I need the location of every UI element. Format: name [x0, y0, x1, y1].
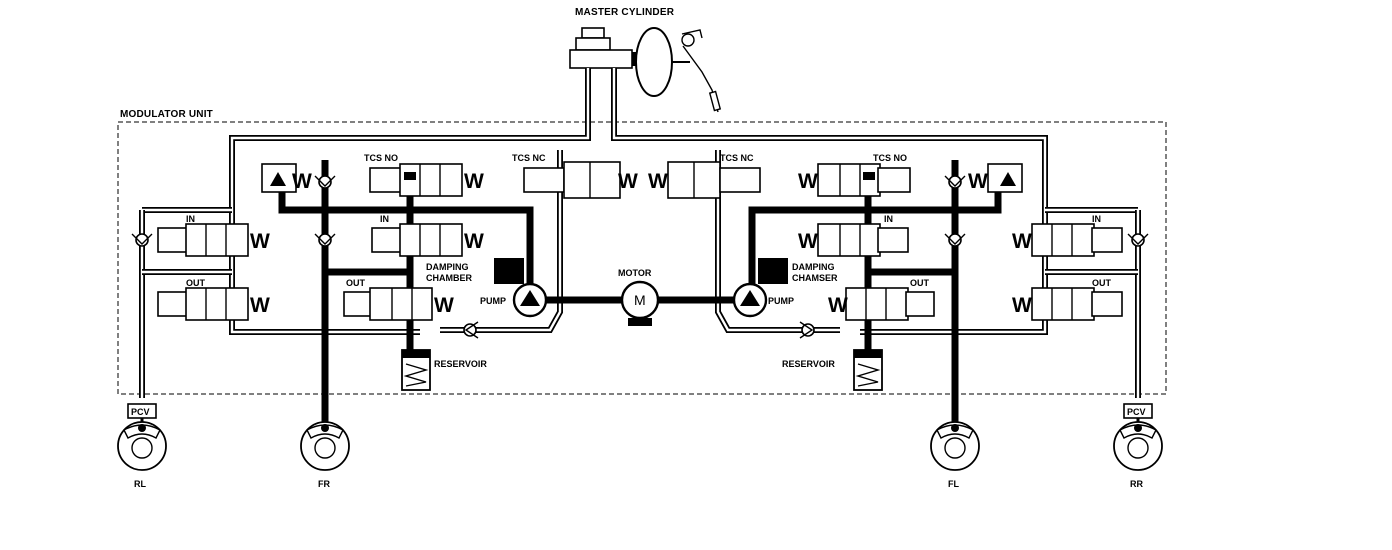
- tcs-nc-valve-right: TCS NC W: [648, 153, 761, 199]
- svg-text:OUT: OUT: [1092, 278, 1112, 288]
- wheel-rl: RL: [117, 418, 167, 489]
- check-valves: [131, 175, 1149, 339]
- svg-text:PUMP: PUMP: [480, 296, 506, 306]
- damping-chamber-right: DAMPING CHAMSER: [758, 258, 838, 284]
- wheel-fr-label: FR: [318, 479, 330, 489]
- svg-text:MOTOR: MOTOR: [618, 268, 652, 278]
- wheel-rl-label: RL: [134, 479, 146, 489]
- svg-text:W: W: [1012, 230, 1032, 253]
- wheel-rr-label: RR: [1130, 479, 1143, 489]
- relief-valve-right: W: [968, 163, 1023, 193]
- svg-text:TCS NC: TCS NC: [512, 153, 546, 163]
- relief-valve-left: W: [261, 163, 312, 193]
- pcv-right: PCV: [1123, 403, 1153, 419]
- svg-text:IN: IN: [380, 214, 389, 224]
- reservoir-right: RESERVOIR: [782, 349, 883, 391]
- svg-text:IN: IN: [186, 214, 195, 224]
- pcv-left: PCV: [127, 403, 157, 419]
- svg-text:CHAMBER: CHAMBER: [426, 273, 472, 283]
- svg-text:IN: IN: [1092, 214, 1101, 224]
- svg-text:W: W: [618, 170, 638, 193]
- tcs-no-valve-right: TCS NO W: [798, 153, 911, 197]
- wheel-rr: RR: [1113, 418, 1163, 489]
- svg-text:W: W: [250, 294, 270, 317]
- front-out-valve-left: OUT W: [343, 278, 454, 321]
- svg-text:IN: IN: [884, 214, 893, 224]
- wheel-fl-label: FL: [948, 479, 959, 489]
- svg-text:DAMPING: DAMPING: [426, 262, 469, 272]
- rear-out-valve-right: OUT W: [1012, 278, 1123, 321]
- svg-text:W: W: [464, 230, 484, 253]
- svg-text:CHAMSER: CHAMSER: [792, 273, 838, 283]
- tcs-nc-valve-left: TCS NC W: [512, 153, 638, 199]
- svg-text:PCV: PCV: [131, 407, 150, 417]
- rear-in-valve-left: IN W: [157, 214, 270, 257]
- svg-text:RESERVOIR: RESERVOIR: [782, 359, 835, 369]
- svg-text:DAMPING: DAMPING: [792, 262, 835, 272]
- svg-text:PUMP: PUMP: [768, 296, 794, 306]
- svg-text:M: M: [634, 292, 646, 308]
- svg-text:W: W: [464, 170, 484, 193]
- motor: MOTOR M: [618, 268, 660, 326]
- damping-chamber-left: DAMPING CHAMBER: [426, 258, 524, 284]
- front-in-valve-right: IN W: [798, 214, 909, 257]
- master-cylinder: MASTER CYLINDER: [569, 7, 722, 113]
- svg-text:W: W: [1012, 294, 1032, 317]
- svg-text:TCS NC: TCS NC: [720, 153, 754, 163]
- front-out-valve-right: OUT W: [828, 278, 935, 321]
- svg-text:W: W: [798, 170, 818, 193]
- svg-text:W: W: [434, 294, 454, 317]
- svg-text:TCS NO: TCS NO: [873, 153, 907, 163]
- svg-text:W: W: [250, 230, 270, 253]
- pump-right: PUMP: [732, 282, 794, 318]
- reservoir-left: RESERVOIR: [401, 349, 487, 391]
- rear-in-valve-right: IN W: [1012, 214, 1123, 257]
- wheel-fl: FL: [930, 418, 980, 489]
- svg-text:W: W: [968, 170, 988, 193]
- rear-out-valve-left: OUT W: [157, 278, 270, 321]
- svg-text:W: W: [648, 170, 668, 193]
- svg-text:W: W: [798, 230, 818, 253]
- modulator-unit-boundary: [117, 121, 1167, 395]
- tcs-no-valve-left: TCS NO W: [364, 153, 484, 197]
- wheel-fr: FR: [300, 418, 350, 489]
- svg-text:W: W: [828, 294, 848, 317]
- modulator-unit-label: MODULATOR UNIT: [120, 109, 213, 120]
- svg-text:RESERVOIR: RESERVOIR: [434, 359, 487, 369]
- svg-text:TCS NO: TCS NO: [364, 153, 398, 163]
- svg-text:W: W: [292, 170, 312, 193]
- pump-left: PUMP: [480, 282, 548, 318]
- svg-text:OUT: OUT: [346, 278, 366, 288]
- master-cylinder-label: MASTER CYLINDER: [575, 7, 675, 18]
- svg-text:OUT: OUT: [910, 278, 930, 288]
- svg-text:OUT: OUT: [186, 278, 206, 288]
- svg-text:PCV: PCV: [1127, 407, 1146, 417]
- front-in-valve-left: IN W: [371, 214, 484, 257]
